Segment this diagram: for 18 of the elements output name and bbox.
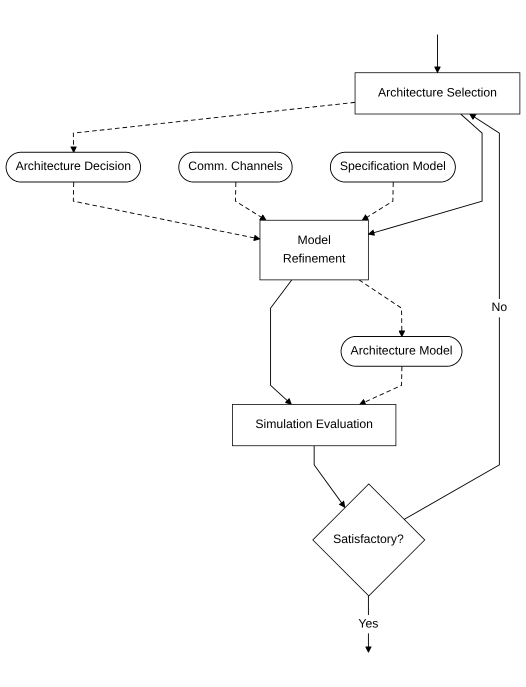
arrow — [72, 182, 260, 242]
arrow — [368, 114, 483, 236]
node-diamond: Satisfactory? — [312, 483, 426, 596]
arrow — [434, 34, 441, 74]
node-box: Model Refinement — [260, 220, 369, 280]
arrow — [365, 595, 372, 653]
arrow — [270, 279, 292, 405]
node-box: Simulation Evaluation — [232, 404, 396, 446]
edge-label: Yes — [358, 617, 378, 630]
arrow — [358, 279, 406, 338]
arrow — [314, 445, 346, 508]
arrow — [404, 114, 500, 520]
arrow — [235, 182, 267, 221]
arrow — [362, 182, 394, 221]
arrow — [359, 366, 402, 406]
edge-label: No — [492, 301, 508, 314]
node-box: Architecture Selection — [354, 72, 520, 114]
arrow — [70, 102, 356, 153]
